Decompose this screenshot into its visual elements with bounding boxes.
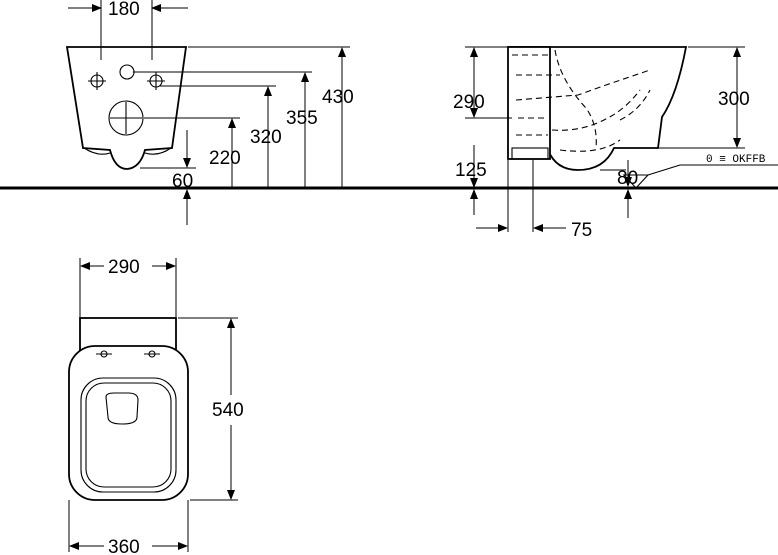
top-view-drain-opening <box>105 392 139 425</box>
dim-side-80: 80 <box>617 168 638 189</box>
dim-top-540: 540 <box>212 400 244 421</box>
dim-front-320: 320 <box>250 127 282 148</box>
dim-side-125: 125 <box>455 160 487 181</box>
dim-front-430: 430 <box>322 87 354 108</box>
side-view-mounting-block <box>507 46 551 160</box>
front-view-base-curve <box>83 147 172 155</box>
side-view: 290 300 125 80 75 0 ≡ OKFFB <box>453 46 778 241</box>
dim-front-180: 180 <box>108 0 140 20</box>
front-drain-outlet <box>108 100 144 136</box>
dim-front-60: 60 <box>172 171 193 192</box>
top-view: 290 540 360 <box>68 257 244 555</box>
dim-top-360: 360 <box>108 537 140 555</box>
top-view-seat-outline <box>68 345 189 501</box>
floor-reference-label: 0 ≡ OKFFB <box>706 154 766 166</box>
dim-side-75: 75 <box>571 220 592 241</box>
floor-reference-marker <box>622 174 650 189</box>
side-view-hidden-trap <box>512 54 651 152</box>
dim-front-220: 220 <box>209 148 241 169</box>
dim-side-290: 290 <box>453 92 485 113</box>
top-view-bowl-outline <box>80 377 177 493</box>
dim-front-355: 355 <box>286 108 318 129</box>
dim-side-300: 300 <box>718 89 750 110</box>
dim-top-290: 290 <box>108 257 140 278</box>
side-view-body-outline <box>508 46 688 171</box>
front-view: 180 430 355 320 220 60 <box>65 0 354 225</box>
